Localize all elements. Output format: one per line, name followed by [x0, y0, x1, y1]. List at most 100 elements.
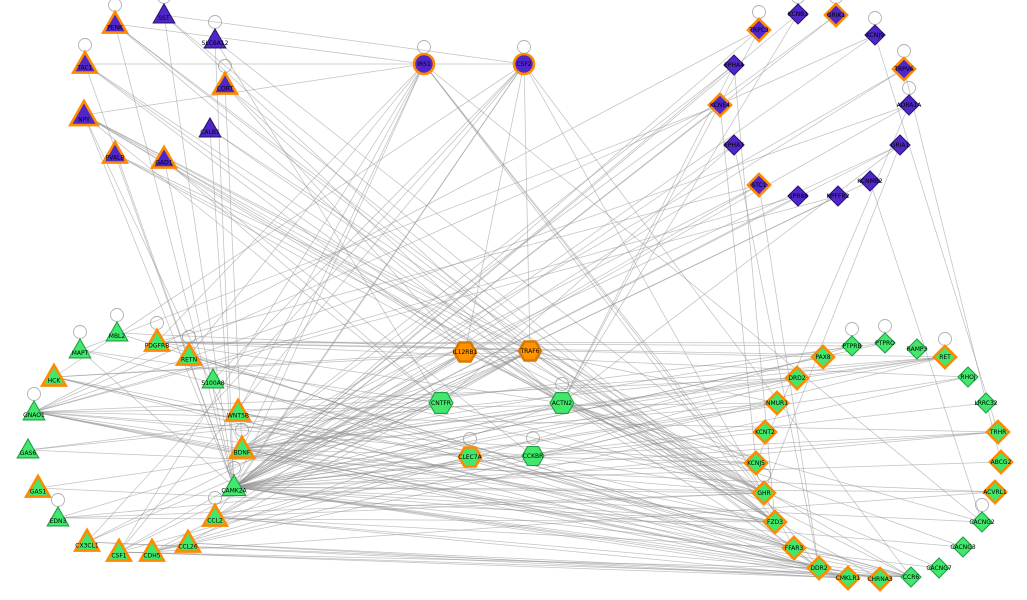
node-KCNMB2[interactable]: KCNMB2: [857, 170, 883, 192]
node-shape-diamond-STC1[interactable]: [746, 172, 772, 198]
node-shape-triangle-GAS1[interactable]: [23, 473, 53, 498]
node-ACTN2[interactable]: ACTN2: [549, 392, 575, 414]
node-shape-diamond-CCR6[interactable]: [900, 566, 922, 588]
node-CACNG7[interactable]: CACNG7: [926, 557, 952, 579]
node-shape-triangle-MAPT[interactable]: [68, 337, 92, 359]
node-FZD3[interactable]: FZD3: [762, 509, 788, 535]
node-shape-diamond-KCNE4[interactable]: [707, 92, 733, 118]
node-KCNB1[interactable]: KCNB1: [787, 3, 809, 25]
node-MAPT[interactable]: MAPT: [68, 337, 92, 359]
node-shape-diamond-CACNG7[interactable]: [928, 557, 950, 579]
node-CSF2[interactable]: CSF2: [512, 52, 536, 76]
node-shape-triangle-CAMK2A[interactable]: [221, 473, 247, 497]
node-shape-diamond-KCNT2[interactable]: [752, 419, 778, 445]
node-shape-triangle-TAC1[interactable]: [70, 49, 100, 74]
node-shape-diamond-KCNJ9[interactable]: [864, 24, 886, 46]
node-shape-triangle-CX3CL1[interactable]: [72, 527, 102, 552]
node-shape-diamond-KCNMB2[interactable]: [859, 170, 881, 192]
node-ADRA1A[interactable]: ADRA1A: [897, 94, 923, 116]
node-shape-triangle-RETN[interactable]: [174, 341, 204, 366]
node-shape-triangle-SLC6A12[interactable]: [203, 27, 227, 49]
node-shape-diamond-RAMP3[interactable]: [906, 338, 928, 360]
node-shape-triangle-GAS6[interactable]: [16, 437, 40, 459]
node-shape-diamond-EPHA7[interactable]: [723, 134, 745, 156]
node-shape-triangle-CSF1[interactable]: [104, 537, 134, 562]
node-shape-triangle-WNT5B[interactable]: [223, 397, 253, 422]
node-shape-diamond-ABCG2[interactable]: [988, 449, 1014, 475]
node-shape-hexagon-IL12RB1[interactable]: [452, 341, 478, 363]
node-RET[interactable]: RET: [932, 344, 958, 370]
node-shape-diamond-KCNB1[interactable]: [787, 3, 809, 25]
node-shape-diamond-RHOJ[interactable]: [957, 366, 979, 388]
node-shape-diamond-CACNG3[interactable]: [952, 536, 974, 558]
node-shape-hexagon-CLEC7A[interactable]: [457, 446, 483, 468]
node-FFAR3[interactable]: FFAR3: [781, 535, 807, 561]
node-shape-diamond-NPFFR2[interactable]: [827, 185, 849, 207]
node-CMKLR1[interactable]: CMKLR1: [835, 565, 861, 591]
node-TRPC3[interactable]: TRPC3: [746, 17, 772, 43]
node-shape-triangle-PVALB[interactable]: [100, 139, 130, 164]
node-shape-diamond-TRPV6[interactable]: [891, 56, 917, 82]
node-STC1[interactable]: STC1: [746, 172, 772, 198]
node-shape-triangle-CCL26[interactable]: [173, 528, 203, 553]
node-shape-diamond-GHR[interactable]: [751, 480, 777, 506]
node-PTPRO[interactable]: PTPRO: [874, 332, 896, 354]
node-shape-triangle-GNAO1[interactable]: [22, 399, 46, 421]
node-GNAO1[interactable]: GNAO1: [22, 399, 46, 421]
node-shape-triangle-BDNF[interactable]: [227, 434, 257, 459]
node-shape-diamond-CHRNA3[interactable]: [867, 566, 893, 592]
node-shape-diamond-GRIA1[interactable]: [889, 134, 911, 156]
node-KCNJ5[interactable]: KCNJ5: [743, 450, 769, 476]
node-PVALB[interactable]: PVALB: [100, 139, 130, 164]
node-shape-diamond-CMKLR1[interactable]: [835, 565, 861, 591]
node-shape-diamond-DDR2[interactable]: [806, 555, 832, 581]
node-CCKBR[interactable]: CCKBR: [521, 445, 545, 467]
node-IRS1[interactable]: IRS1: [412, 52, 436, 76]
node-TRHR[interactable]: TRHR: [985, 419, 1011, 445]
node-shape-triangle-PENK[interactable]: [100, 9, 130, 34]
node-shape-diamond-CACNG2[interactable]: [971, 511, 993, 533]
node-PTPRB[interactable]: PTPRB: [841, 335, 863, 357]
node-shape-triangle-SST[interactable]: [152, 2, 176, 24]
node-shape-triangle-PDGFRB[interactable]: [142, 327, 172, 352]
node-shape-triangle-CCL2[interactable]: [200, 502, 230, 527]
node-PENK[interactable]: PENK: [100, 9, 130, 34]
node-shape-diamond-GPR88[interactable]: [787, 185, 809, 207]
node-shape-diamond-TRPC3[interactable]: [746, 17, 772, 43]
node-shape-diamond-FFAR3[interactable]: [781, 535, 807, 561]
node-TRPV6[interactable]: TRPV6: [891, 56, 917, 82]
node-RHOJ[interactable]: RHOJ: [957, 366, 979, 388]
node-shape-hexagon-ACTN2[interactable]: [549, 392, 575, 414]
node-TRAF6[interactable]: TRAF6: [517, 340, 543, 362]
node-shape-diamond-DRD2[interactable]: [784, 365, 810, 391]
node-ACVRL1[interactable]: ACVRL1: [982, 479, 1008, 505]
node-shape-circle-IRS1[interactable]: [412, 52, 436, 76]
node-CNTFR[interactable]: CNTFR: [428, 392, 454, 414]
node-shape-triangle-CORT[interactable]: [210, 70, 240, 95]
node-shape-hexagon-CCKBR[interactable]: [521, 445, 545, 467]
node-shape-triangle-CDH5[interactable]: [137, 537, 167, 562]
node-shape-circle-CSF2[interactable]: [512, 52, 536, 76]
node-shape-triangle-NPY[interactable]: [68, 98, 100, 127]
node-shape-diamond-FZD3[interactable]: [762, 509, 788, 535]
node-SST[interactable]: SST: [152, 2, 176, 24]
node-EPHA7[interactable]: EPHA7: [723, 134, 745, 156]
node-CCR6[interactable]: CCR6: [900, 566, 922, 588]
node-shape-diamond-PAX8[interactable]: [810, 344, 836, 370]
node-KCNE4[interactable]: KCNE4: [707, 92, 733, 118]
node-NPY[interactable]: NPY: [68, 98, 100, 127]
node-shape-diamond-LRRC32[interactable]: [975, 392, 997, 414]
node-EDN3[interactable]: EDN3: [46, 505, 70, 527]
node-shape-diamond-EPHA4[interactable]: [723, 54, 745, 76]
node-LRRC32[interactable]: LRRC32: [974, 392, 998, 414]
node-shape-diamond-NMUR1[interactable]: [764, 390, 790, 416]
node-HCK[interactable]: HCK: [39, 362, 69, 387]
node-shape-diamond-PTPRB[interactable]: [841, 335, 863, 357]
node-shape-triangle-MBL2[interactable]: [105, 320, 129, 342]
node-shape-diamond-ADRA1A[interactable]: [898, 94, 920, 116]
node-shape-diamond-ACVRL1[interactable]: [982, 479, 1008, 505]
node-shape-triangle-CALB1[interactable]: [198, 116, 222, 138]
node-shape-diamond-KCNJ5[interactable]: [743, 450, 769, 476]
node-GAS6[interactable]: GAS6: [16, 437, 40, 459]
node-shape-hexagon-TRAF6[interactable]: [517, 340, 543, 362]
